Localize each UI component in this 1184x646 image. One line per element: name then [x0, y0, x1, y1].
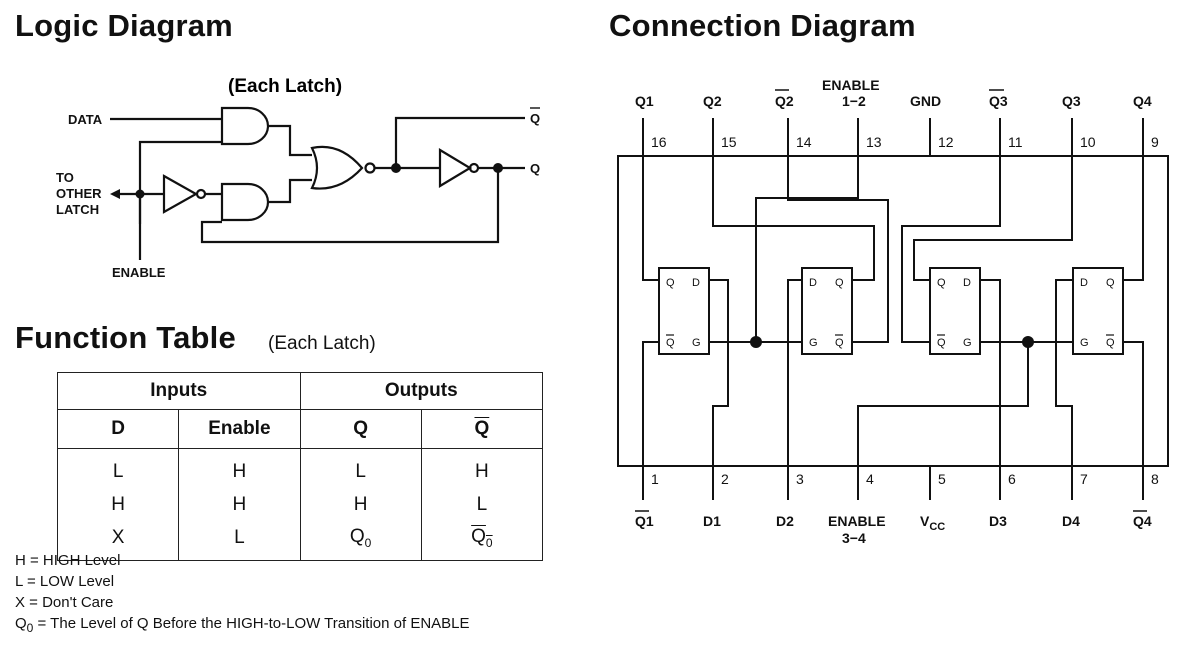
- pin-1-label: Q1: [635, 513, 654, 529]
- legend-l: L = LOW Level: [15, 573, 115, 590]
- logic-diagram: (Each Latch) DATA TO: [56, 76, 540, 280]
- pin-8-label: Q4: [1133, 513, 1152, 529]
- legend-x: X = Don't Care: [15, 594, 114, 611]
- function-table-subtitle: (Each Latch): [268, 333, 376, 354]
- svg-text:7: 7: [1080, 471, 1088, 487]
- svg-text:1: 1: [651, 471, 659, 487]
- outputs-header: Outputs: [299, 372, 543, 410]
- pin-3-label: D2: [776, 513, 794, 529]
- svg-text:Q: Q: [835, 277, 844, 289]
- cell: H: [299, 488, 422, 521]
- svg-text:14: 14: [796, 134, 812, 150]
- data-label: DATA: [68, 112, 103, 127]
- svg-text:D: D: [692, 277, 700, 289]
- pin-6-label: D3: [989, 513, 1007, 529]
- function-table: Inputs Outputs D Enable Q Q L H L H H H …: [56, 372, 544, 561]
- pin-14-label: Q2: [775, 93, 794, 109]
- svg-text:11: 11: [1008, 134, 1023, 150]
- svg-text:G: G: [809, 337, 818, 349]
- svg-text:16: 16: [651, 134, 667, 150]
- svg-text:Q: Q: [937, 277, 946, 289]
- cell: L: [178, 521, 301, 561]
- pin-5-label: VCC: [920, 513, 945, 533]
- cell: H: [178, 488, 301, 521]
- svg-text:3: 3: [796, 471, 804, 487]
- svg-text:2: 2: [721, 471, 729, 487]
- table-row: X L Q0 Q0: [56, 521, 544, 561]
- inputs-header: Inputs: [57, 372, 301, 410]
- svg-text:Q: Q: [666, 337, 675, 349]
- table-row: H H H L: [56, 488, 544, 521]
- to-label: TO: [56, 170, 74, 185]
- col-enable: Enable: [178, 409, 301, 449]
- svg-text:Q: Q: [666, 277, 675, 289]
- svg-text:4: 4: [866, 471, 874, 487]
- svg-text:6: 6: [1008, 471, 1016, 487]
- svg-text:G: G: [963, 337, 972, 349]
- cell: L: [299, 448, 422, 488]
- logic-diagram-title: Logic Diagram: [15, 8, 233, 43]
- svg-text:10: 10: [1080, 134, 1096, 150]
- svg-text:G: G: [1080, 337, 1089, 349]
- table-row: L H L H: [56, 448, 544, 488]
- svg-text:D: D: [809, 277, 817, 289]
- svg-text:Q: Q: [937, 337, 946, 349]
- pin-4-label: ENABLE: [828, 513, 886, 529]
- pin-13-label-top: ENABLE: [822, 77, 880, 93]
- pin-10-label: Q3: [1062, 93, 1081, 109]
- function-table-title: Function Table: [15, 320, 236, 355]
- pin-9-label: Q4: [1133, 93, 1152, 109]
- connection-diagram-title: Connection Diagram: [609, 8, 916, 43]
- cell: H: [178, 448, 301, 488]
- other-label: OTHER: [56, 186, 102, 201]
- latch-label: LATCH: [56, 202, 99, 217]
- legend-h: H = HIGH Level: [15, 552, 121, 569]
- svg-text:D: D: [963, 277, 971, 289]
- svg-text:12: 12: [938, 134, 954, 150]
- cell: Q0: [420, 521, 544, 561]
- cell: X: [56, 521, 180, 561]
- pin-7-label: D4: [1062, 513, 1080, 529]
- pin-15-label: Q2: [703, 93, 722, 109]
- svg-text:D: D: [1080, 277, 1088, 289]
- q-output-label: Q: [530, 161, 540, 176]
- pin-13-label: 1−2: [842, 93, 866, 109]
- svg-text:8: 8: [1151, 471, 1159, 487]
- logic-subtitle: (Each Latch): [228, 76, 342, 97]
- cell: Q0: [299, 521, 422, 561]
- connection-diagram: Q D Q G D Q G Q Q D Q G D Q G Q Q1 Q2 Q2…: [617, 77, 1169, 546]
- svg-text:13: 13: [866, 134, 882, 150]
- svg-text:Q: Q: [1106, 337, 1115, 349]
- enable-label: ENABLE: [112, 265, 166, 280]
- legend-q0: Q0 = The Level of Q Before the HIGH-to-L…: [15, 615, 470, 635]
- pin-16-label: Q1: [635, 93, 654, 109]
- svg-text:G: G: [692, 337, 701, 349]
- svg-text:15: 15: [721, 134, 737, 150]
- cell: H: [56, 488, 180, 521]
- cell: L: [420, 488, 544, 521]
- pin-4-label-bottom: 3−4: [842, 530, 866, 546]
- svg-text:9: 9: [1151, 134, 1159, 150]
- pin-12-label: GND: [910, 93, 941, 109]
- svg-text:Q: Q: [835, 337, 844, 349]
- col-d: D: [56, 409, 180, 449]
- cell: H: [420, 448, 544, 488]
- pin-11-label: Q3: [989, 93, 1008, 109]
- svg-text:Q: Q: [1106, 277, 1115, 289]
- pin-2-label: D1: [703, 513, 721, 529]
- qbar-output-label: Q: [530, 111, 540, 126]
- col-q: Q: [299, 409, 422, 449]
- col-qbar: Q: [420, 409, 544, 449]
- svg-text:5: 5: [938, 471, 946, 487]
- cell: L: [56, 448, 180, 488]
